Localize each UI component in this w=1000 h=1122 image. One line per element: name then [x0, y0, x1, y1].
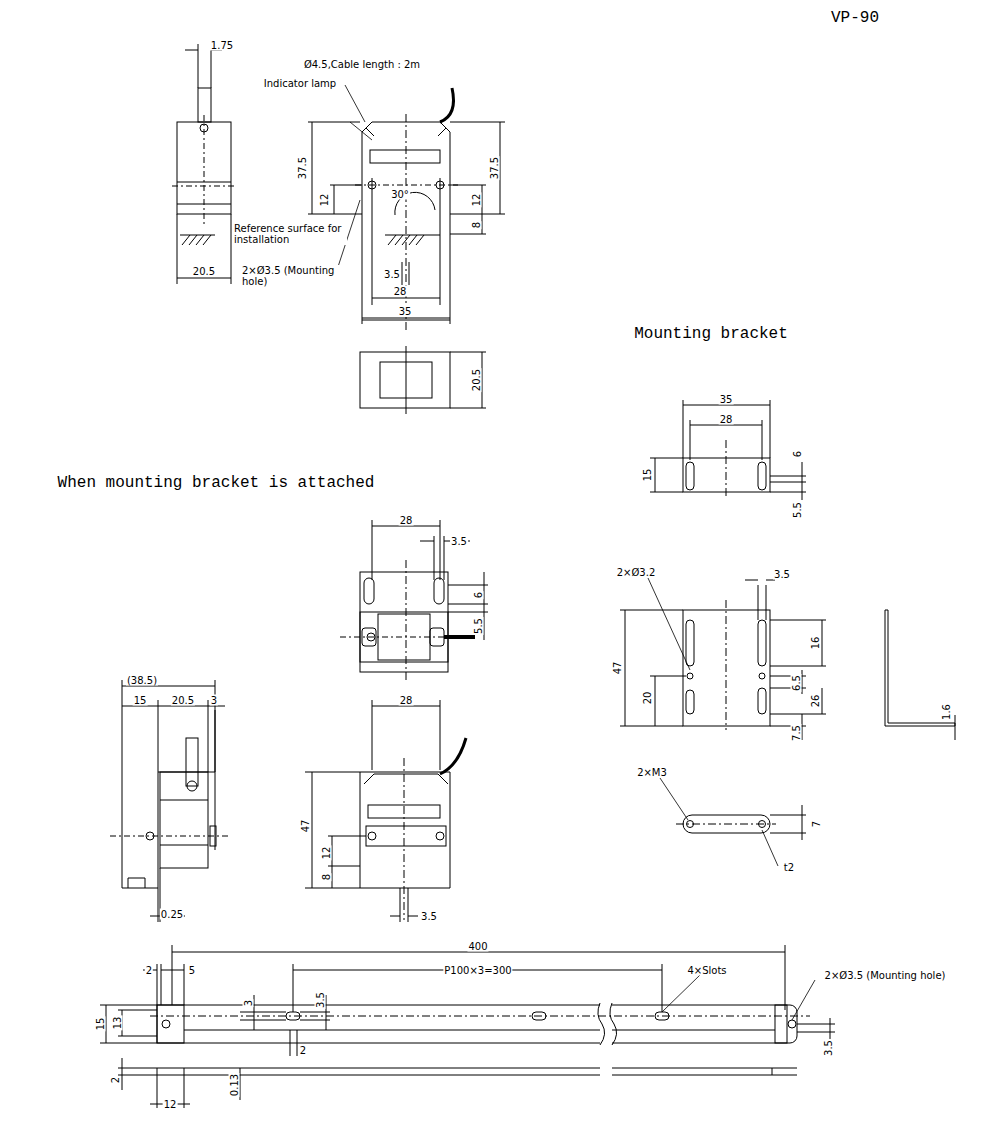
dimension-label: 6	[473, 591, 484, 599]
dimension-label: 47	[612, 661, 623, 676]
view-heading: Mounting bracket	[633, 325, 789, 343]
dimension-label: 20.5	[471, 368, 482, 392]
dimension-label: 5.5	[792, 501, 803, 519]
dimension-label: P100×3=300	[443, 965, 512, 976]
dimension-label: 30°	[390, 189, 410, 200]
dimension-label: 5	[188, 965, 196, 976]
dimension-label: 3	[243, 999, 254, 1007]
dimension-label: t2	[783, 862, 795, 873]
dimension-label: 3.5	[450, 536, 468, 547]
dimension-label: 8	[471, 221, 482, 229]
dimension-label: 20.5	[171, 695, 195, 706]
dimension-label: 12	[163, 1099, 178, 1110]
dimension-label: 0.13	[229, 1073, 240, 1097]
dimension-label: Reference surface for installation	[233, 223, 347, 245]
dimension-label: (38.5)	[126, 675, 158, 686]
dimension-label: 6	[792, 450, 803, 458]
dimension-label: 2	[110, 1076, 121, 1084]
view-heading: When mounting bracket is attached	[57, 474, 376, 492]
dimension-label: 28	[399, 515, 414, 526]
dimension-label: 28	[393, 286, 408, 297]
dimension-label: 37.5	[297, 156, 308, 180]
dimension-label: 3	[210, 695, 218, 706]
dimension-label: 4×Slots	[686, 965, 727, 976]
dimension-label: 1.75	[210, 40, 234, 51]
dimension-label: 3.5	[383, 269, 401, 280]
dimension-label: Ø4.5,Cable length : 2m	[303, 59, 421, 70]
dimension-label: Indicator lamp	[263, 78, 337, 89]
dimension-label: 3.5	[773, 569, 791, 580]
dimension-label: 2×Ø3.5 (Mounting hole)	[241, 265, 343, 287]
dimension-label: 2	[299, 1045, 307, 1056]
dimension-label: 2×M3	[636, 767, 668, 778]
dimension-label: 12	[471, 193, 482, 208]
dimension-label: 2×Ø3.2	[616, 567, 657, 578]
dimension-label: 20	[642, 691, 653, 706]
dimension-label: 15	[95, 1017, 106, 1032]
dimension-label: 28	[399, 695, 414, 706]
dimension-label: 35	[719, 394, 734, 405]
drawing-title: VP-90	[830, 9, 880, 27]
dimension-label: 7.5	[791, 724, 802, 742]
dimension-label: 13	[112, 1016, 123, 1031]
dimension-label: 3.5	[315, 991, 326, 1009]
dimension-label: 2×Ø3.5 (Mounting hole)	[824, 970, 947, 981]
dimension-label: 12	[319, 193, 330, 208]
dimension-label: 2	[145, 965, 153, 976]
dimension-label: 1.6	[941, 703, 952, 721]
dimension-label: 47	[300, 819, 311, 834]
dimension-label: 0.25	[160, 909, 184, 920]
dimension-label: 3.5	[823, 1039, 834, 1057]
dimension-label: 3.5	[420, 911, 438, 922]
dimension-label: 12	[321, 846, 332, 861]
dimension-label: 28	[719, 414, 734, 425]
dimension-label: 5.5	[473, 617, 484, 635]
dimension-label: 6.5	[791, 674, 802, 692]
dimension-label: 20.5	[192, 266, 216, 277]
dimension-label: 400	[467, 941, 488, 952]
dimension-label: 7	[811, 820, 822, 828]
dimension-label: 26	[810, 694, 821, 709]
dimension-label: 16	[810, 636, 821, 651]
dimension-label: 37.5	[489, 156, 500, 180]
dimension-label: 35	[398, 306, 413, 317]
dimension-label: 8	[321, 873, 332, 881]
dimension-label: 15	[133, 695, 148, 706]
dimension-label: 15	[642, 468, 653, 483]
